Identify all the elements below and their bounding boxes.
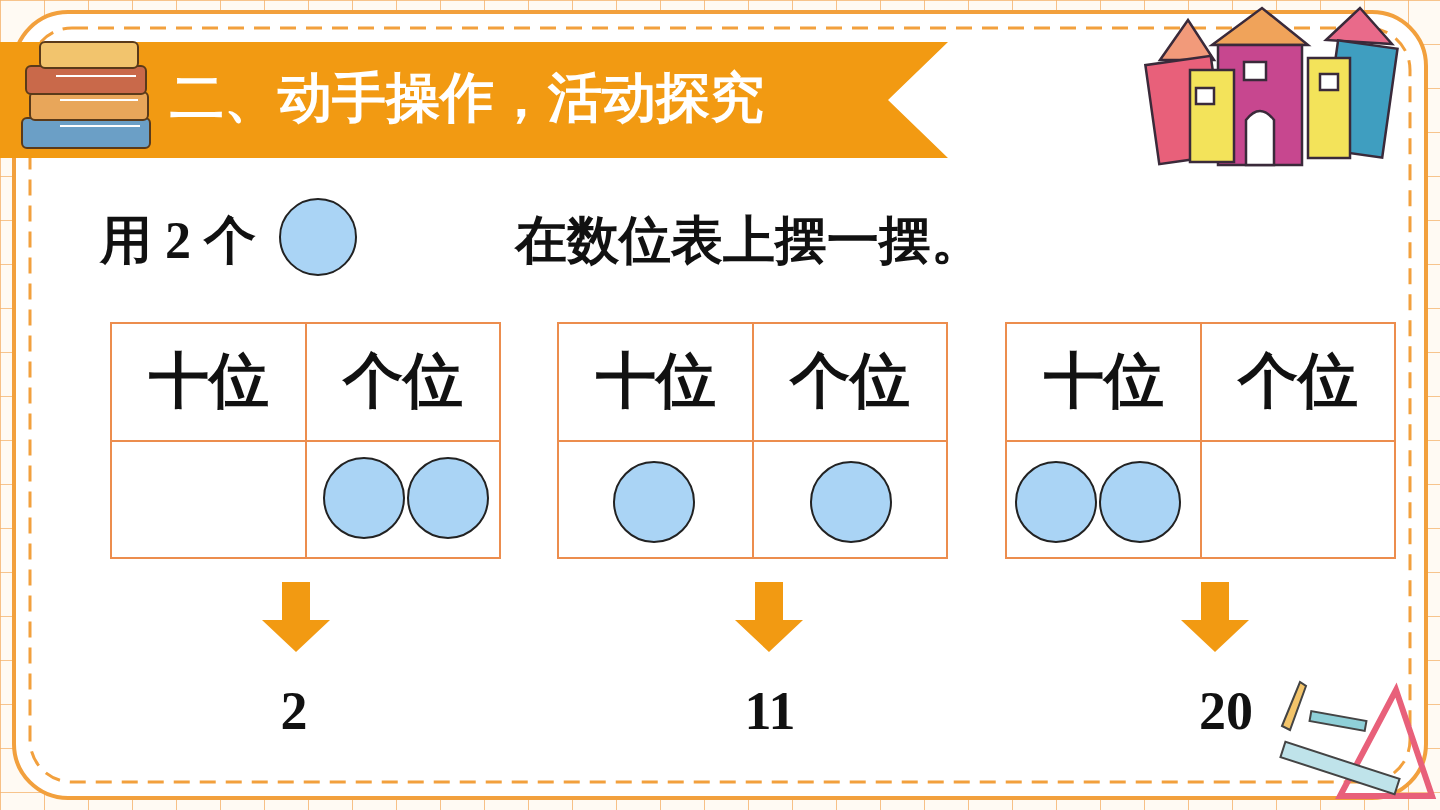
place-header: 十位 [149, 341, 269, 422]
place-header: 个位 [1238, 341, 1358, 422]
table-column-line [1200, 324, 1202, 557]
instruction-text: 用 2 个 [100, 206, 256, 276]
place-header: 个位 [790, 341, 910, 422]
place-header: 十位 [1044, 341, 1164, 422]
place-header: 个位 [343, 341, 463, 422]
table-column-line [752, 324, 754, 557]
place-value-table: 十位个位 [557, 322, 948, 559]
books-icon [22, 42, 150, 148]
table-column-line [305, 324, 307, 557]
result-number: 11 [744, 680, 795, 742]
result-number: 2 [281, 680, 308, 742]
place-header: 十位 [596, 341, 716, 422]
title-banner [0, 42, 948, 158]
stationery-icon [1280, 682, 1432, 796]
counters [280, 199, 1180, 542]
castle-icon [1145, 8, 1397, 165]
down-arrows [262, 582, 1249, 652]
banner-title: 二、动手操作，活动探究 [170, 62, 764, 135]
place-value-table: 十位个位 [110, 322, 501, 559]
place-value-table: 十位个位 [1005, 322, 1396, 559]
instruction-text: 在数位表上摆一摆。 [515, 206, 983, 276]
result-number: 20 [1199, 680, 1253, 742]
